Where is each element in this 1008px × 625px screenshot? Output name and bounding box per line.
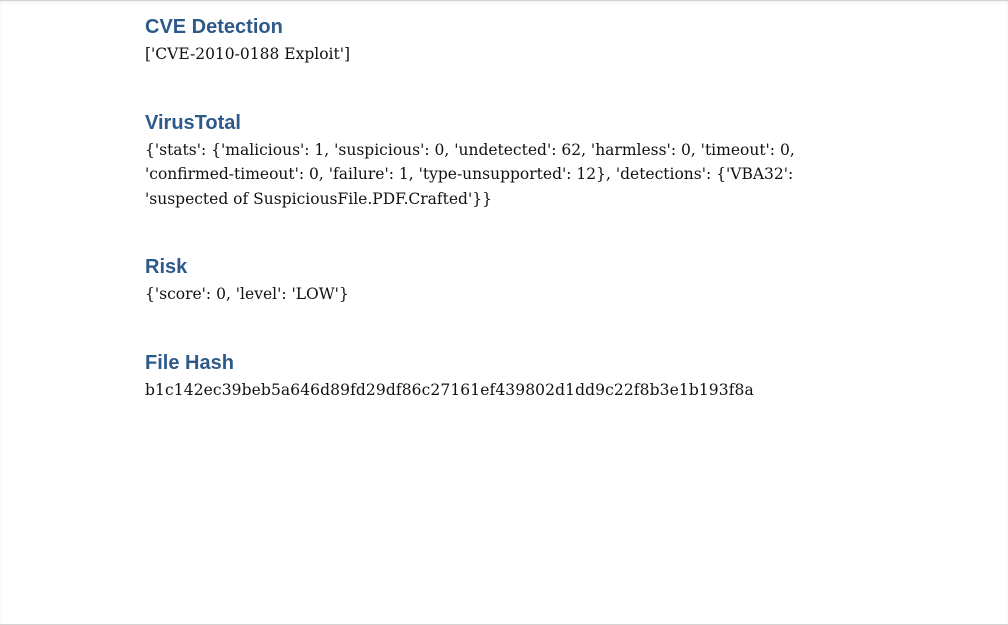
section-body: ['CVE-2010-0188 Exploit']	[145, 45, 351, 63]
section-virustotal: VirusTotal {'stats': {'malicious': 1, 's…	[145, 108, 805, 212]
section-risk: Risk {'score': 0, 'level': 'LOW'}	[145, 252, 805, 307]
section-body: {'score': 0, 'level': 'LOW'}	[145, 285, 349, 303]
document-content: CVE Detection ['CVE-2010-0188 Exploit'] …	[145, 12, 805, 443]
section-file-hash: File Hash b1c142ec39beb5a646d89fd29df86c…	[145, 348, 805, 403]
section-heading: VirusTotal	[145, 111, 241, 134]
file-hash-value: b1c142ec39beb5a646d89fd29df86c27161ef439…	[145, 380, 754, 399]
section-body: {'stats': {'malicious': 1, 'suspicious':…	[145, 140, 795, 208]
section-cve-detection: CVE Detection ['CVE-2010-0188 Exploit']	[145, 12, 805, 67]
section-heading: Risk	[145, 256, 188, 278]
section-heading: CVE Detection	[145, 16, 283, 38]
section-heading: File Hash	[145, 351, 234, 374]
